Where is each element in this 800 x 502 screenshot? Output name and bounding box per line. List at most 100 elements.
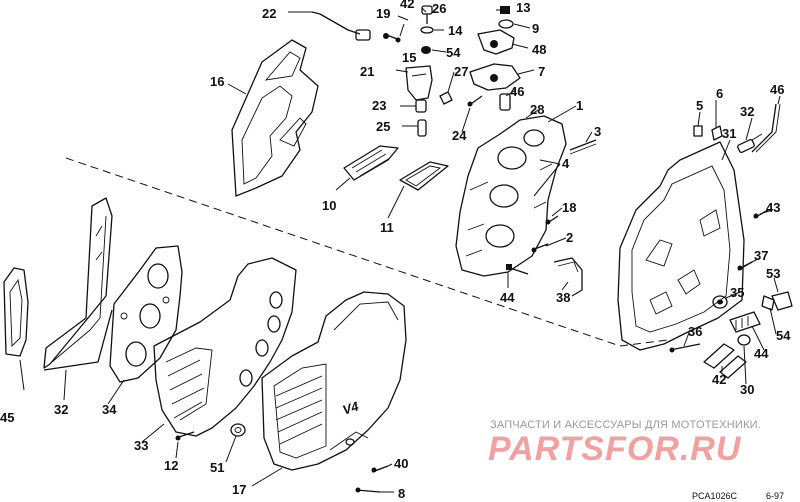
callout-label: 42: [400, 0, 414, 11]
part-30-cap: [737, 334, 751, 346]
diagram-date: 6-97: [766, 491, 784, 501]
callout-label: 28: [530, 102, 544, 117]
part-32-connector: [737, 133, 763, 153]
callout-label: 44: [500, 290, 515, 305]
callout-label: 14: [448, 23, 463, 38]
part-51-grommet: [230, 423, 246, 437]
cover-badge: V4: [341, 398, 361, 417]
part-27-bolt: [421, 5, 433, 24]
part-46-rod: [751, 103, 781, 153]
callout-label: 4: [562, 156, 570, 171]
callout-label: 45: [0, 410, 14, 425]
callout-label: 54: [446, 45, 461, 60]
part-29-clip: [439, 91, 453, 105]
part-8-screw: [355, 487, 381, 493]
callout-label: 12: [164, 458, 178, 473]
callout-label: 22: [262, 6, 276, 21]
part-12-bolt: [175, 431, 195, 441]
part-22-screw: [383, 33, 401, 43]
part-15-bracket: [405, 65, 433, 101]
callout-label: 36: [688, 324, 702, 339]
leader-lines: [63, 7, 781, 493]
part-25-link: [467, 95, 483, 107]
part-36-grommet: [712, 295, 728, 309]
callout-label: 32: [54, 402, 68, 417]
part-3-pin: [569, 139, 597, 155]
part-54-bracket: [761, 295, 775, 311]
callout-label: 30: [740, 382, 754, 397]
part-5-screw: [693, 125, 703, 137]
callout-label: 35: [730, 285, 744, 300]
part-37-bolt: [669, 343, 701, 353]
part-40-screw: [371, 465, 389, 473]
part-31-side-cover: [617, 141, 745, 351]
callout-label: 25: [376, 119, 390, 134]
callout-label: 10: [322, 198, 336, 213]
callout-label: 11: [380, 220, 394, 235]
callout-label: 8: [398, 486, 405, 501]
callout-label: 31: [722, 126, 736, 141]
callout-label: 33: [134, 438, 148, 453]
part-39-hose: [553, 257, 583, 297]
watermark-logo: PARTSFOR.RU: [488, 430, 742, 468]
diagram-code: PCA1026C: [692, 491, 738, 501]
part-44-connector: [729, 311, 761, 333]
callout-label: 26: [432, 1, 446, 16]
callout-label: 53: [766, 266, 780, 281]
part-10-reed: [343, 145, 399, 181]
callout-label: 46: [770, 82, 784, 97]
callout-label: 18: [562, 200, 576, 215]
part-18-screw: [545, 215, 559, 225]
part-17-gasket: [231, 39, 319, 197]
callout-label: 2: [566, 230, 573, 245]
part-52-nut: [421, 46, 431, 54]
alignment-dash-line-short: [619, 339, 669, 347]
callout-label: 13: [516, 0, 530, 15]
callout-label: 1: [576, 98, 583, 113]
part-34-exhaust-cover: [153, 257, 297, 437]
callout-label: 34: [102, 402, 117, 417]
part-24-pin: [415, 99, 427, 113]
part-1-manifold: [455, 115, 567, 277]
part-35-plate: [109, 245, 183, 383]
callout-label: 40: [394, 456, 408, 471]
callout-label: 19: [376, 6, 390, 21]
part-49-lever: [477, 29, 515, 55]
part-45-gasket: [3, 267, 29, 391]
callout-label: 6: [716, 86, 723, 101]
part-23-rod: [288, 11, 371, 41]
callout-label: 27: [454, 64, 468, 79]
part-26-bolt: [417, 119, 427, 137]
part-9-washer: [498, 19, 514, 29]
callout-label: 51: [210, 460, 224, 475]
part-6-clip: [711, 125, 723, 141]
callout-label: 5: [696, 98, 703, 113]
callout-label: 24: [452, 128, 467, 143]
part-53-cap: [771, 291, 793, 311]
part-33-gasket: [43, 197, 113, 371]
callout-label: 23: [372, 98, 386, 113]
part-41-bolt: [506, 264, 529, 275]
callout-label: 48: [532, 42, 546, 57]
callout-label: 46: [510, 84, 524, 99]
callout-label: 15: [402, 50, 416, 65]
callout-label: 42: [712, 372, 726, 387]
callout-label: 16: [210, 74, 224, 89]
callout-label: 37: [754, 248, 768, 263]
part-48-pin: [499, 93, 511, 111]
part-2-pin: [531, 243, 549, 253]
alignment-dash-line: [65, 157, 621, 347]
callout-label: 38: [556, 290, 570, 305]
part-7-lever: [469, 63, 521, 91]
part-42-pins: [703, 343, 747, 379]
callout-label: 43: [766, 200, 780, 215]
part-16-washer: [420, 26, 434, 34]
part-19-main-cover: [261, 291, 407, 471]
callout-label: 17: [232, 482, 246, 497]
callout-label: 3: [594, 124, 601, 139]
callout-label: 9: [532, 21, 539, 36]
part-11-gasket: [399, 161, 449, 191]
callout-label: 21: [360, 64, 374, 79]
